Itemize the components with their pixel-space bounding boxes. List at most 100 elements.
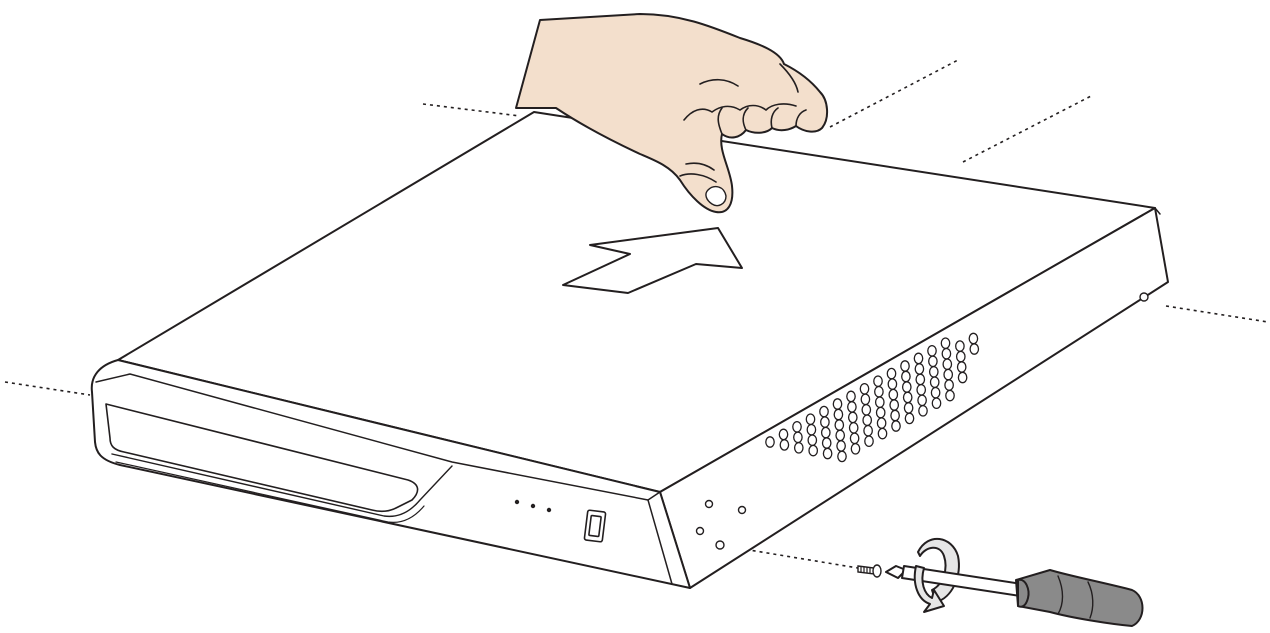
vent-icon: [859, 382, 870, 395]
vent-icon: [793, 431, 803, 444]
vent-icon: [836, 440, 846, 452]
vent-icon: [860, 393, 871, 406]
vent-icon: [889, 399, 900, 411]
vent-icon: [931, 397, 942, 410]
vent-icon: [916, 383, 927, 396]
vent-icon: [861, 403, 872, 416]
vent-icon: [957, 371, 968, 384]
vent-icon: [918, 404, 928, 417]
vent-icon: [874, 385, 884, 398]
vent-icon: [819, 405, 829, 418]
screw-hole: [695, 526, 705, 536]
hand-palm: [515, 13, 828, 214]
vent-icon: [940, 337, 951, 350]
hand-finger-lines: [679, 63, 799, 183]
vent-icon: [805, 413, 816, 426]
led-icon: [530, 503, 536, 509]
front-top-bevel: [95, 373, 661, 501]
vent-icon: [873, 375, 883, 388]
vent-icon: [832, 398, 843, 410]
hand-knuckles: [717, 107, 807, 135]
vent-icon: [902, 391, 913, 404]
screw-hole: [737, 505, 747, 515]
vent-icon: [968, 332, 979, 345]
guide-line-right-lower: [1165, 305, 1269, 323]
side-panel-fold: [1154, 207, 1161, 215]
status-leds: [514, 499, 552, 513]
device-front-panel: [90, 359, 691, 589]
vent-icon: [891, 420, 901, 432]
front-bezel: [105, 403, 419, 513]
vent-icon: [945, 389, 955, 402]
vent-icon: [942, 358, 953, 371]
vent-icon: [875, 406, 886, 419]
vent-icon: [956, 361, 967, 373]
vent-icon: [806, 423, 817, 436]
screwdriver-handle: [1015, 569, 1144, 627]
screw-icon: [857, 564, 882, 578]
vent-icon: [877, 427, 888, 440]
screw-thread-lines: [860, 566, 871, 574]
guide-line-top-left: [422, 103, 521, 117]
vent-icon: [955, 340, 965, 352]
led-icon: [514, 499, 520, 505]
hand-icon: [515, 13, 828, 214]
vent-icon: [915, 373, 926, 386]
vent-icon: [901, 381, 912, 393]
front-bezel-rim: [111, 453, 453, 518]
vent-icon: [807, 434, 818, 447]
usb-port-inner: [588, 514, 602, 538]
vent-icon: [900, 360, 910, 372]
vent-icon: [941, 347, 952, 360]
vent-icon: [969, 343, 980, 355]
vent-icon: [944, 379, 954, 391]
vent-icon: [901, 370, 911, 383]
guide-line-right-upper: [962, 94, 1094, 163]
hand-fingernail: [705, 185, 727, 207]
vent-icon: [928, 365, 939, 378]
guide-line-left: [4, 381, 91, 396]
vent-icon: [864, 435, 874, 448]
device-chassis: [90, 111, 1169, 589]
guide-line-top-right: [829, 59, 959, 128]
vent-icon: [792, 420, 802, 433]
vent-icon: [863, 424, 873, 437]
screw-head: [872, 564, 882, 578]
vent-icon: [778, 428, 789, 441]
vent-icon: [914, 363, 925, 375]
screwdriver-handle-ring: [1017, 578, 1030, 608]
vent-icon: [849, 432, 860, 445]
vent-icon: [846, 390, 856, 403]
vent-icon: [862, 414, 873, 427]
vent-icon: [913, 352, 924, 365]
vent-icon: [929, 376, 940, 389]
side-screw-holes: [695, 292, 1149, 550]
vent-icon: [834, 419, 845, 431]
vent-icon: [847, 401, 857, 413]
arrow-icon: [562, 227, 743, 294]
vent-icon: [887, 378, 898, 390]
screw-hole: [1139, 292, 1149, 302]
vent-holes: [765, 332, 980, 463]
vent-icon: [822, 447, 833, 460]
port-icon: [583, 509, 607, 543]
screwdriver-icon: [885, 537, 1144, 627]
vent-icon: [765, 436, 775, 448]
vent-icon: [793, 441, 804, 454]
screwdriver-handle-grooves: [1057, 575, 1094, 619]
vent-icon: [835, 429, 846, 442]
screw-hole: [715, 540, 725, 550]
vent-icon: [927, 344, 937, 357]
vent-icon: [904, 412, 915, 425]
vent-icon: [848, 421, 859, 434]
vent-icon: [820, 416, 830, 428]
vent-icon: [779, 439, 790, 451]
vent-icon: [943, 368, 954, 381]
vent-icon: [888, 388, 899, 401]
front-side-edge: [647, 499, 673, 585]
vent-icon: [930, 386, 941, 399]
vent-icon: [886, 367, 897, 380]
vent-icon: [890, 409, 900, 422]
vent-icon: [837, 450, 847, 463]
